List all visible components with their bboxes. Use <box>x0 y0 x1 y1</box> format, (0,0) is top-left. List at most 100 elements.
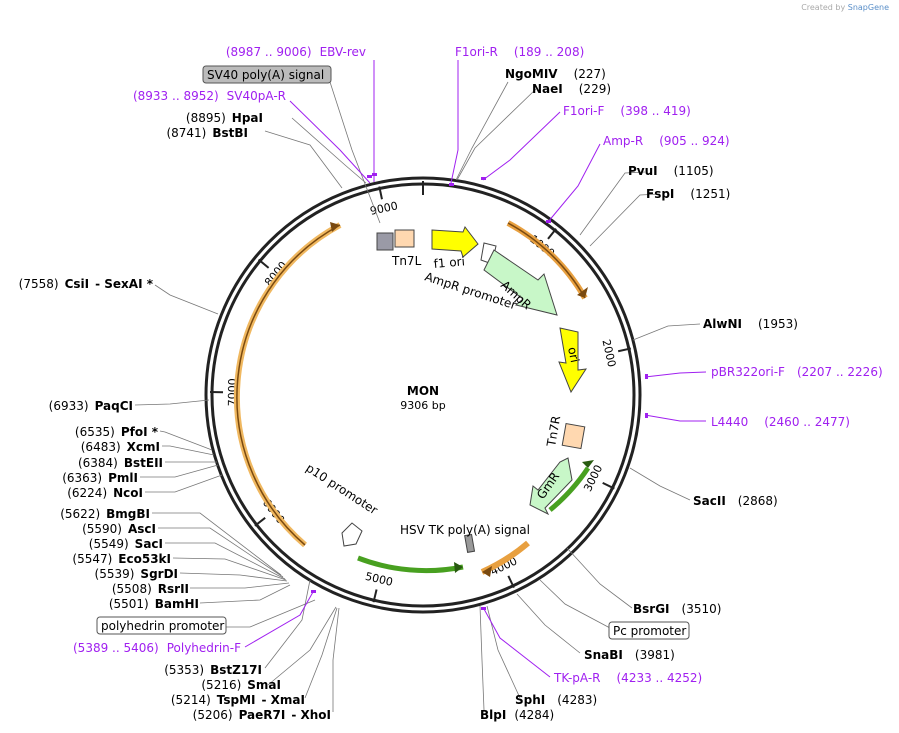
enzyme-paqci: (6933)PaqCI <box>49 399 133 413</box>
leader-saci <box>165 542 286 580</box>
enzyme-saci: (5549)SacI <box>89 537 163 551</box>
leader-blpi <box>479 605 485 711</box>
f1ori-arrow <box>431 225 479 258</box>
f1ori-label: f1 ori <box>433 254 465 271</box>
ori-label: ori <box>565 346 582 364</box>
enzyme-bsteii: (6384)BstEII <box>78 456 163 470</box>
leader-pc <box>539 579 611 629</box>
p10-arc <box>357 555 464 574</box>
leader-sacii <box>629 467 691 501</box>
primer-line-sv40pa <box>289 100 371 184</box>
enzyme-hpai: (8895)HpaI <box>186 111 263 125</box>
mark-f1orif <box>481 177 486 180</box>
enzyme-snabi: SnaBI(3981) <box>584 648 675 662</box>
leader-polyhedrin-promoter <box>225 599 316 628</box>
primer-tk-pa-r: TK-pA-R(4233 .. 4252) <box>553 671 702 685</box>
leader-pmli <box>140 464 219 478</box>
primer-pbr322ori-f: pBR322ori-F(2207 .. 2226) <box>711 365 883 379</box>
enzyme-naei: NaeI(229) <box>532 82 611 96</box>
primer-polyhedrin-f: (5389 .. 5406)Polyhedrin-F <box>73 641 241 655</box>
ampr-arc-head <box>577 287 588 298</box>
mark-f1orir <box>449 183 454 186</box>
primer-sv40pa-r: (8933 .. 8952)SV40pA-R <box>133 89 286 103</box>
leader-naei <box>456 88 537 181</box>
tn7l-label: Tn7L <box>391 254 422 268</box>
leader-bamhi <box>199 584 291 604</box>
tick-line <box>257 258 270 269</box>
credit-prefix: Created by <box>801 3 846 12</box>
primer-f1ori-r: F1ori-R(189 .. 208) <box>455 45 584 59</box>
hsv-label: HSV TK poly(A) signal <box>400 523 530 537</box>
enzyme-bsrgi: BsrGI(3510) <box>633 602 721 616</box>
primer-marks <box>311 173 648 610</box>
primer-line-f1orif <box>482 111 561 181</box>
gmr-arc <box>548 466 591 512</box>
enzyme-eco53ki: (5547)Eco53kI <box>72 552 171 566</box>
boxed-labels: SV40 poly(A) signal Pc promoter polyhedr… <box>96 65 690 640</box>
tick-line <box>547 228 557 240</box>
enzyme-blpi: BlpI(4284) <box>480 708 554 722</box>
feature-arcs <box>233 220 594 577</box>
enzyme-bamhi: (5501)BamHI <box>109 597 199 611</box>
ampr-arc-core <box>507 222 586 299</box>
primer-line-ampr <box>547 143 601 223</box>
enzyme-sacii: SacII(2868) <box>693 494 778 508</box>
primer-line-pbr <box>644 371 707 378</box>
leader-fspi <box>589 193 661 247</box>
ori-arrow <box>558 327 588 394</box>
enzyme-labels: NgoMIV(227) NaeI(229) PvuI(1105) FspI(12… <box>19 67 798 722</box>
enzyme-fspi: FspI(1251) <box>646 187 730 201</box>
tick-line <box>254 517 266 527</box>
leader-sgrdi <box>179 572 288 582</box>
enzyme-smai: (5216)SmaI <box>201 678 281 692</box>
p10-arc-head <box>454 562 463 573</box>
enzyme-pmli: (6363)PmlI <box>62 471 138 485</box>
mark-l4440 <box>645 413 648 418</box>
sv40-polya-box <box>202 65 332 84</box>
enzyme-sgrdi: (5539)SgrDI <box>95 567 178 581</box>
leader-pvui <box>579 171 646 236</box>
tn7l-box <box>394 229 415 248</box>
plasmid-name: MON <box>407 384 439 398</box>
enzyme-sphi: SphI(4283) <box>515 693 597 707</box>
hsv-box <box>464 533 476 553</box>
leader-alwni <box>632 323 701 341</box>
tick-line <box>372 589 378 603</box>
enzyme-asci: (5590)AscI <box>82 522 156 536</box>
enzyme-ncoi: (6224)NcoI <box>67 486 143 500</box>
primer-l4440: L4440(2460 .. 2477) <box>711 415 850 429</box>
enzyme-pvui: PvuI(1105) <box>628 164 714 178</box>
leader-asci <box>158 527 284 578</box>
leader-ncoi <box>145 474 223 493</box>
enzyme-pfoi: (6535)PfoI * <box>75 425 159 439</box>
sv40-box <box>376 232 394 251</box>
enzyme-rsrii: (5508)RsrII <box>112 582 189 596</box>
ampr-arrow <box>483 249 558 316</box>
tn7r-box <box>561 423 586 450</box>
enzyme-paer7i: (5206)PaeR7I- XhoI <box>193 708 331 722</box>
mark-sv40pa <box>367 175 372 178</box>
left-arc-core <box>236 224 341 546</box>
leader-xcmi <box>162 445 215 456</box>
mark-pbr <box>645 374 648 379</box>
leader-bstz17i <box>264 579 311 669</box>
leader-lines <box>134 81 701 712</box>
enzyme-ngomiv: NgoMIV(227) <box>505 67 606 81</box>
gmr-arc-head <box>582 460 594 468</box>
leader-eco53ki <box>172 557 287 581</box>
tick-line <box>602 481 615 490</box>
primer-ebv-rev: (8987 .. 9006)EBV-rev <box>226 45 366 59</box>
tn7r-label: Tn7R <box>544 415 563 449</box>
mark-tkpar <box>481 607 486 610</box>
primer-line-l4440 <box>644 414 706 422</box>
p10-box <box>341 522 363 547</box>
pc-promoter-box <box>608 621 690 640</box>
mark-ampr <box>546 220 551 223</box>
leader-snabi <box>516 593 581 654</box>
mark-ebv <box>372 173 377 176</box>
enzyme-bstbi: (8741)BstBI <box>166 126 248 140</box>
tick-label: 2000 <box>599 338 618 368</box>
tick-label: 5000 <box>364 570 394 589</box>
leader-bsrgi <box>566 547 633 609</box>
